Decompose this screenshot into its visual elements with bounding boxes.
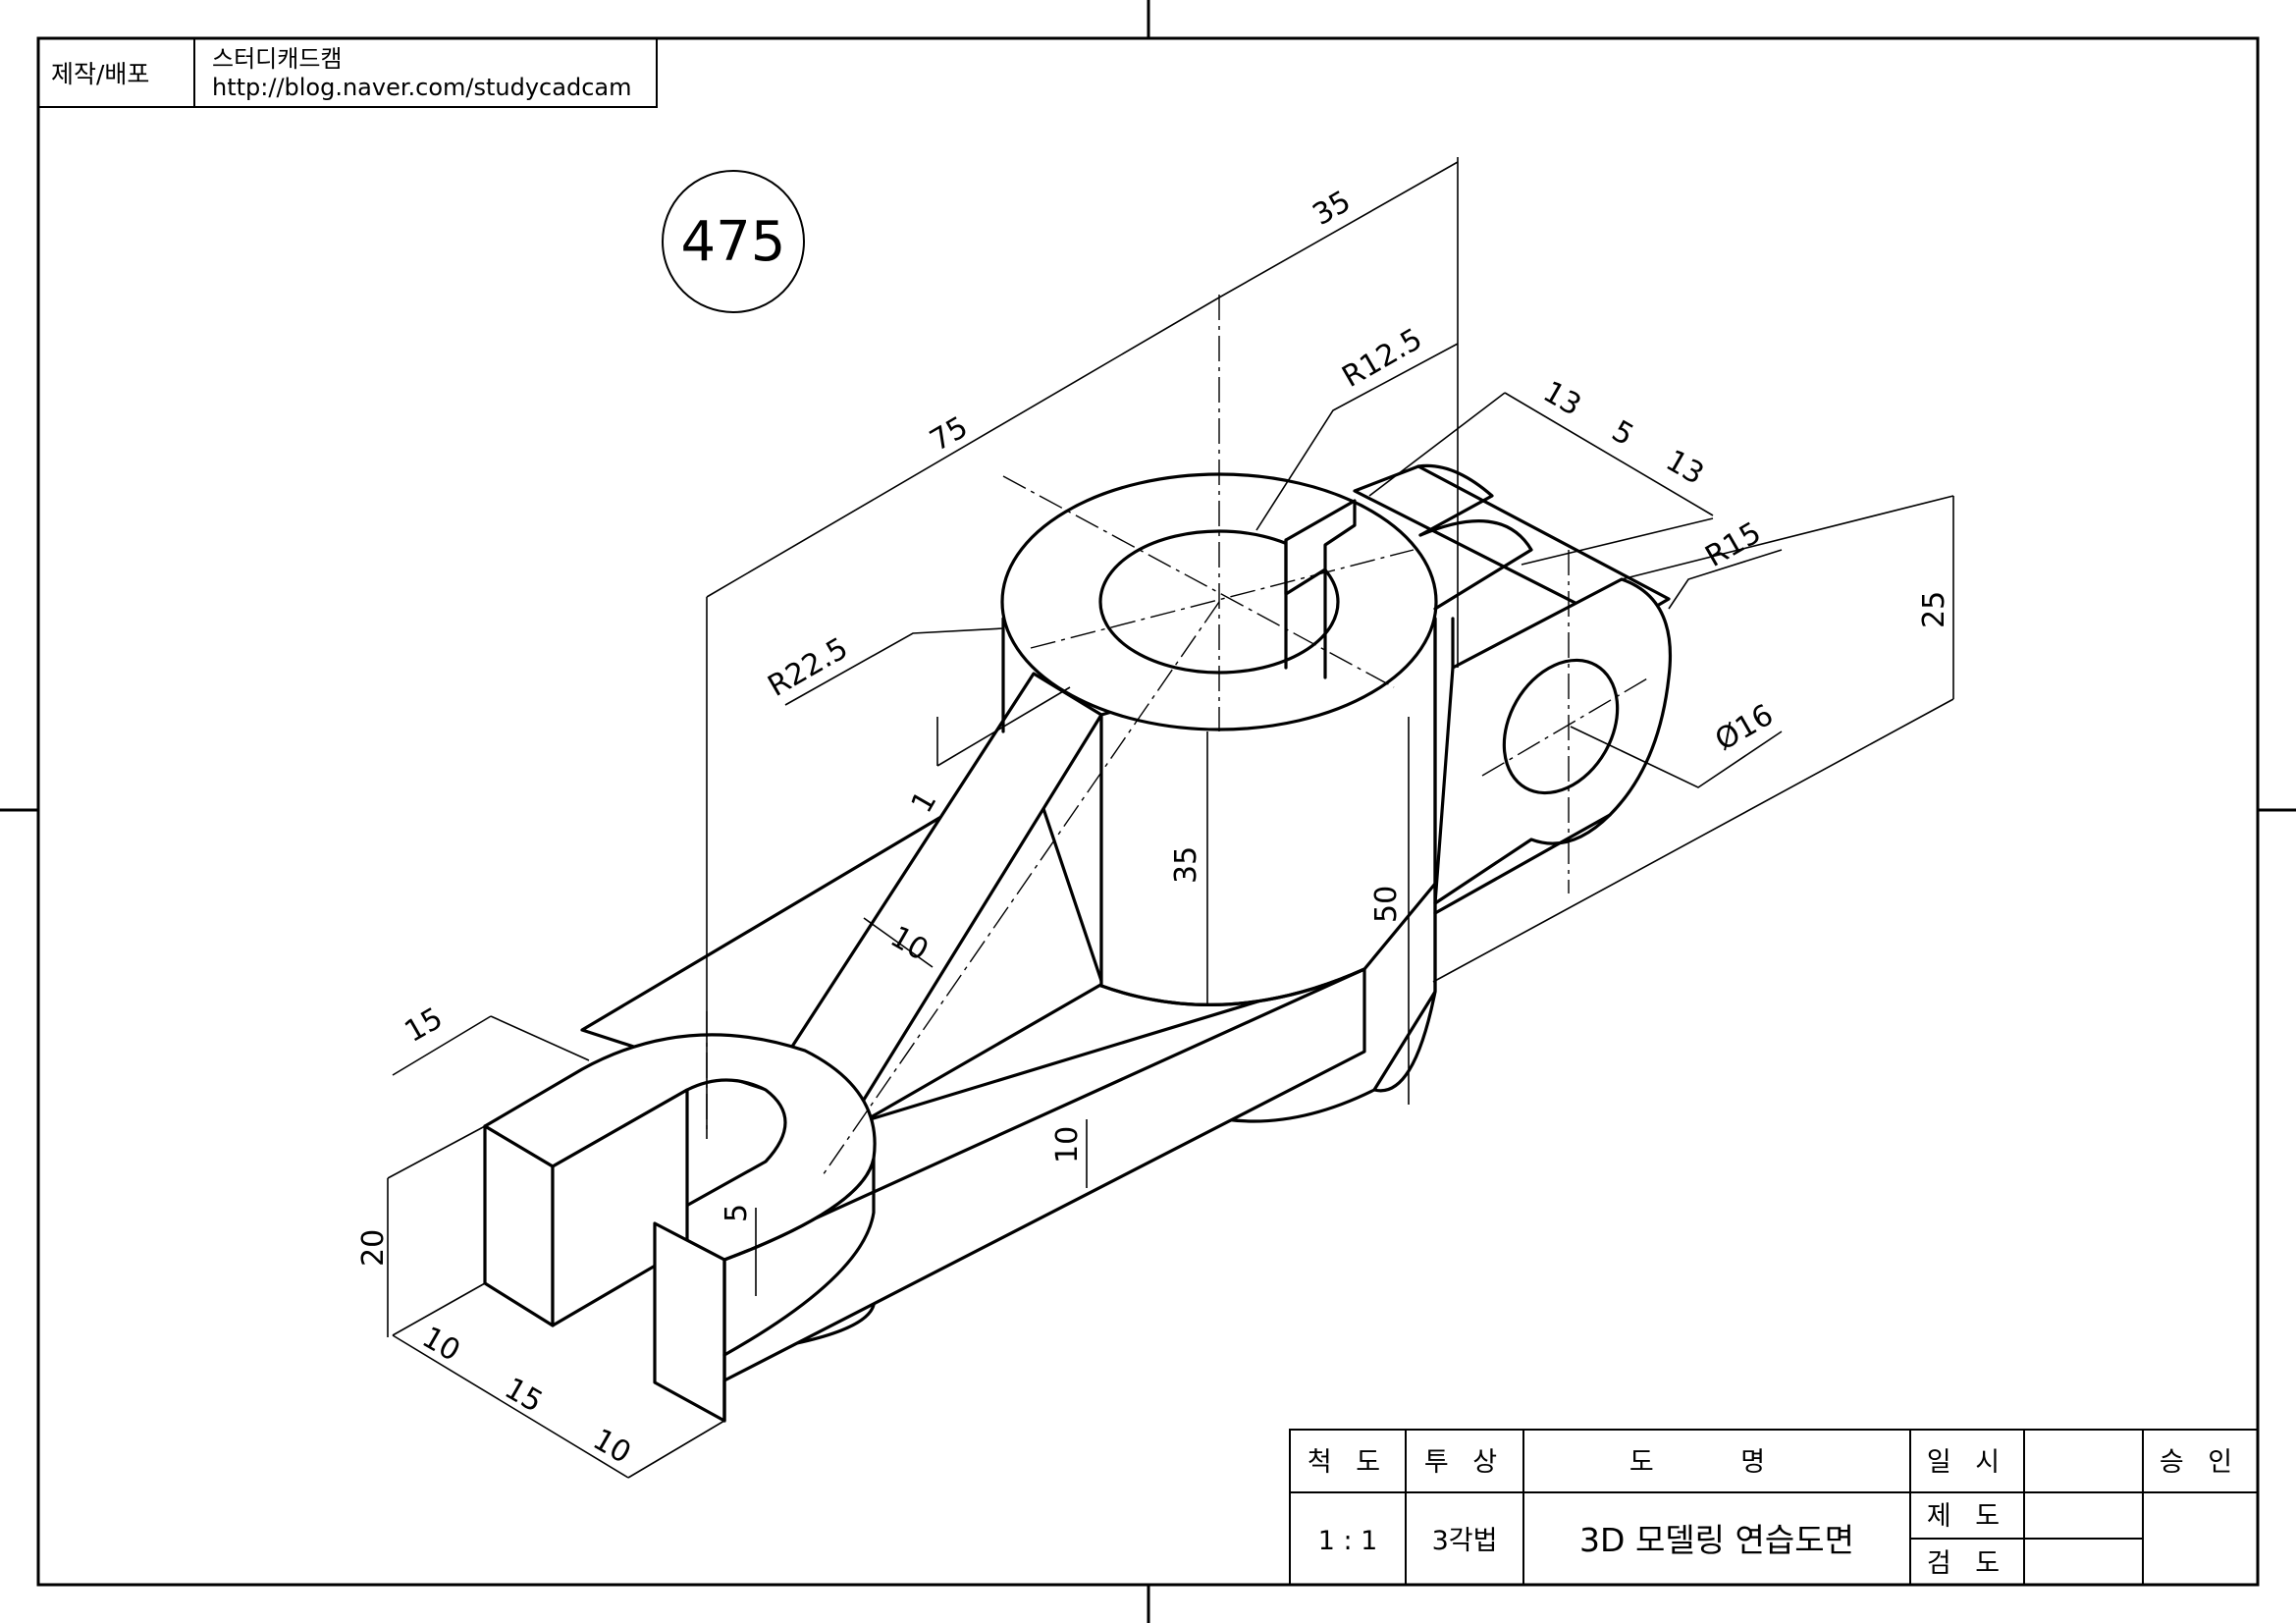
dim-50: 50 bbox=[1369, 886, 1404, 923]
dim-13-b: 13 bbox=[1660, 444, 1710, 492]
tb-scale-value: 1 : 1 bbox=[1318, 1526, 1378, 1556]
tb-projection-value: 3각법 bbox=[1432, 1526, 1498, 1556]
dim-15-top: 15 bbox=[400, 1001, 450, 1050]
author-name: 스터디캐드캠 bbox=[212, 45, 342, 73]
tb-projection-label: 투 상 bbox=[1424, 1447, 1505, 1478]
base-underside-arc bbox=[1223, 1088, 1376, 1123]
drawing-number: 475 bbox=[681, 210, 786, 274]
lug-arm-mid bbox=[1418, 518, 1533, 611]
drawing-number-bubble: 475 bbox=[662, 170, 805, 313]
title-block: 척 도 투 상 도 명 일 시 승 인 1 : 1 3각법 3D 모델링 연습도… bbox=[1289, 1429, 2259, 1586]
tb-drawn-label: 제 도 bbox=[1927, 1501, 2007, 1532]
dim-35-top: 35 bbox=[1308, 185, 1358, 233]
dim-20: 20 bbox=[356, 1229, 391, 1267]
tb-scale-label: 척 도 bbox=[1308, 1447, 1388, 1478]
dimension-lines bbox=[387, 157, 1954, 1479]
part-view bbox=[483, 463, 1673, 1423]
tb-approve-label: 승 인 bbox=[2160, 1447, 2240, 1478]
header-box: 제작/배포 스터디캐드캠 http://blog.naver.com/study… bbox=[37, 37, 658, 108]
dim-10-base: 10 bbox=[1050, 1126, 1085, 1163]
dim-10-a: 10 bbox=[416, 1321, 466, 1369]
tb-checked-label: 검 도 bbox=[1927, 1548, 2007, 1579]
center-lines bbox=[706, 295, 1650, 1179]
u-end-right-curve bbox=[722, 1157, 876, 1357]
dim-75: 75 bbox=[925, 410, 975, 459]
dim-35-mid: 35 bbox=[1169, 846, 1203, 884]
dim-1: 1 bbox=[905, 785, 944, 819]
lug-eye-outer bbox=[1433, 577, 1673, 905]
dim-10-b: 10 bbox=[587, 1423, 637, 1471]
dim-15-b: 15 bbox=[499, 1372, 549, 1420]
lug-eye-hole bbox=[1502, 658, 1620, 795]
dim-phi-16: Ø16 bbox=[1710, 698, 1780, 758]
dim-5-a: 5 bbox=[1606, 414, 1639, 454]
u-end-right-face bbox=[653, 1221, 726, 1423]
dim-5-base: 5 bbox=[720, 1204, 754, 1222]
dim-25: 25 bbox=[1917, 591, 1951, 628]
tb-title-label: 도 명 bbox=[1629, 1447, 1804, 1478]
tb-title-value: 3D 모델링 연습도면 bbox=[1579, 1521, 1854, 1559]
maker-label: 제작/배포 bbox=[51, 60, 149, 88]
tb-date-label: 일 시 bbox=[1927, 1447, 2007, 1478]
author-url: http://blog.naver.com/studycadcam bbox=[212, 74, 631, 101]
